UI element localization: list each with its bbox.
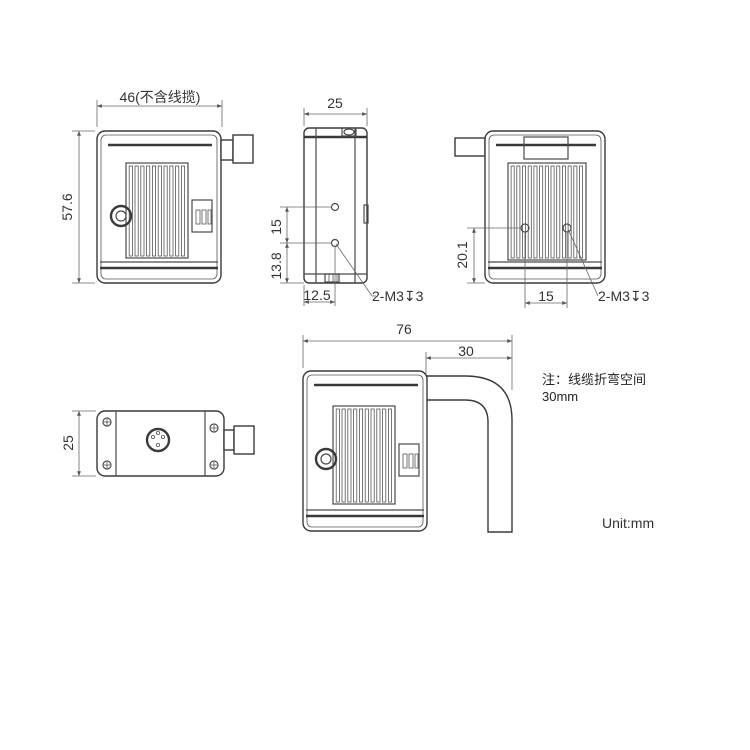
top-view: 25 — [60, 410, 255, 477]
heat-fin — [573, 165, 578, 259]
heat-fin — [134, 165, 139, 257]
screw-icon — [102, 417, 112, 427]
front-height-dimension: 57.6 — [59, 193, 75, 220]
heat-fin — [175, 165, 180, 257]
side-hole-offset-dimension: 12.5 — [303, 287, 330, 303]
cable-offset-dimension: 30 — [458, 343, 474, 359]
side-view: 25 15 13.8 12.5 2-M3↧3 — [268, 95, 424, 306]
heat-fin — [347, 408, 352, 503]
cable-connector — [220, 139, 234, 161]
note-line-2: 30mm — [542, 389, 579, 404]
heat-fin — [533, 165, 538, 259]
side-hole-height-dimension: 13.8 — [268, 252, 284, 279]
cable-connector — [223, 429, 235, 451]
mount-hole-icon — [330, 238, 340, 248]
heat-fin — [567, 165, 572, 259]
side-thread-label: 2-M3↧3 — [372, 288, 424, 304]
total-length-dimension: 76 — [396, 321, 412, 337]
cable-bend-view: 76 30 — [302, 321, 513, 533]
heat-fin — [516, 165, 521, 259]
heat-fin — [169, 165, 174, 257]
unit-label: Unit:mm — [602, 515, 654, 531]
cable-stub — [454, 137, 486, 157]
back-label-plate — [523, 136, 569, 160]
back-hole-height-dimension: 20.1 — [454, 241, 470, 268]
front-width-dimension: 46(不含线揽) — [120, 89, 201, 105]
back-thread-label: 2-M3↧3 — [598, 288, 650, 304]
screw-icon — [209, 460, 219, 470]
heat-fin — [562, 165, 566, 259]
connector-icon — [145, 427, 171, 453]
heat-fin — [556, 165, 561, 259]
heat-fin — [364, 408, 369, 503]
lens-button-icon — [314, 447, 338, 471]
heat-fin — [146, 165, 151, 257]
back-hole-spacing-dimension: 15 — [538, 288, 554, 304]
screw-icon — [209, 423, 219, 433]
heat-fin — [358, 408, 363, 503]
cable-stub — [232, 134, 254, 164]
heat-fin — [353, 408, 358, 503]
cable-stub — [233, 425, 255, 455]
heat-fin — [544, 165, 549, 259]
indicator-panel — [398, 443, 420, 477]
bent-cable — [425, 375, 513, 533]
heat-fin — [157, 165, 162, 257]
note-line-1: 注：线缆折弯空间 — [542, 372, 647, 387]
heat-fin — [140, 165, 145, 257]
camera-body-front — [96, 130, 222, 284]
lens-button-icon — [109, 204, 133, 228]
heat-fin — [382, 408, 387, 503]
mount-hole-icon — [562, 223, 572, 233]
front-view: 46(不含线揽) 57.6 — [59, 89, 254, 284]
indicator-panel — [191, 199, 213, 233]
heat-fin — [180, 165, 185, 257]
mount-hole-icon — [330, 202, 340, 212]
bend-space-note: 注：线缆折弯空间 30mm — [542, 371, 646, 405]
heat-fin — [341, 408, 346, 503]
heat-fin — [163, 165, 168, 257]
heat-fin — [510, 165, 515, 259]
back-view: 20.1 15 2-M3↧3 — [454, 130, 650, 308]
heat-fin — [370, 408, 375, 503]
top-depth-dimension: 25 — [60, 435, 76, 451]
mount-hole-icon — [520, 223, 530, 233]
side-width-dimension: 25 — [327, 95, 343, 111]
heat-fin — [387, 408, 392, 503]
camera-body-side — [303, 127, 368, 284]
heat-fin — [539, 165, 544, 259]
heat-fin — [550, 165, 555, 259]
heat-fin — [522, 165, 526, 259]
heat-fin — [376, 408, 381, 503]
heat-fin — [527, 165, 532, 259]
screw-icon — [102, 460, 112, 470]
heat-fin — [151, 165, 156, 257]
side-hole-spacing-dimension: 15 — [268, 219, 284, 235]
